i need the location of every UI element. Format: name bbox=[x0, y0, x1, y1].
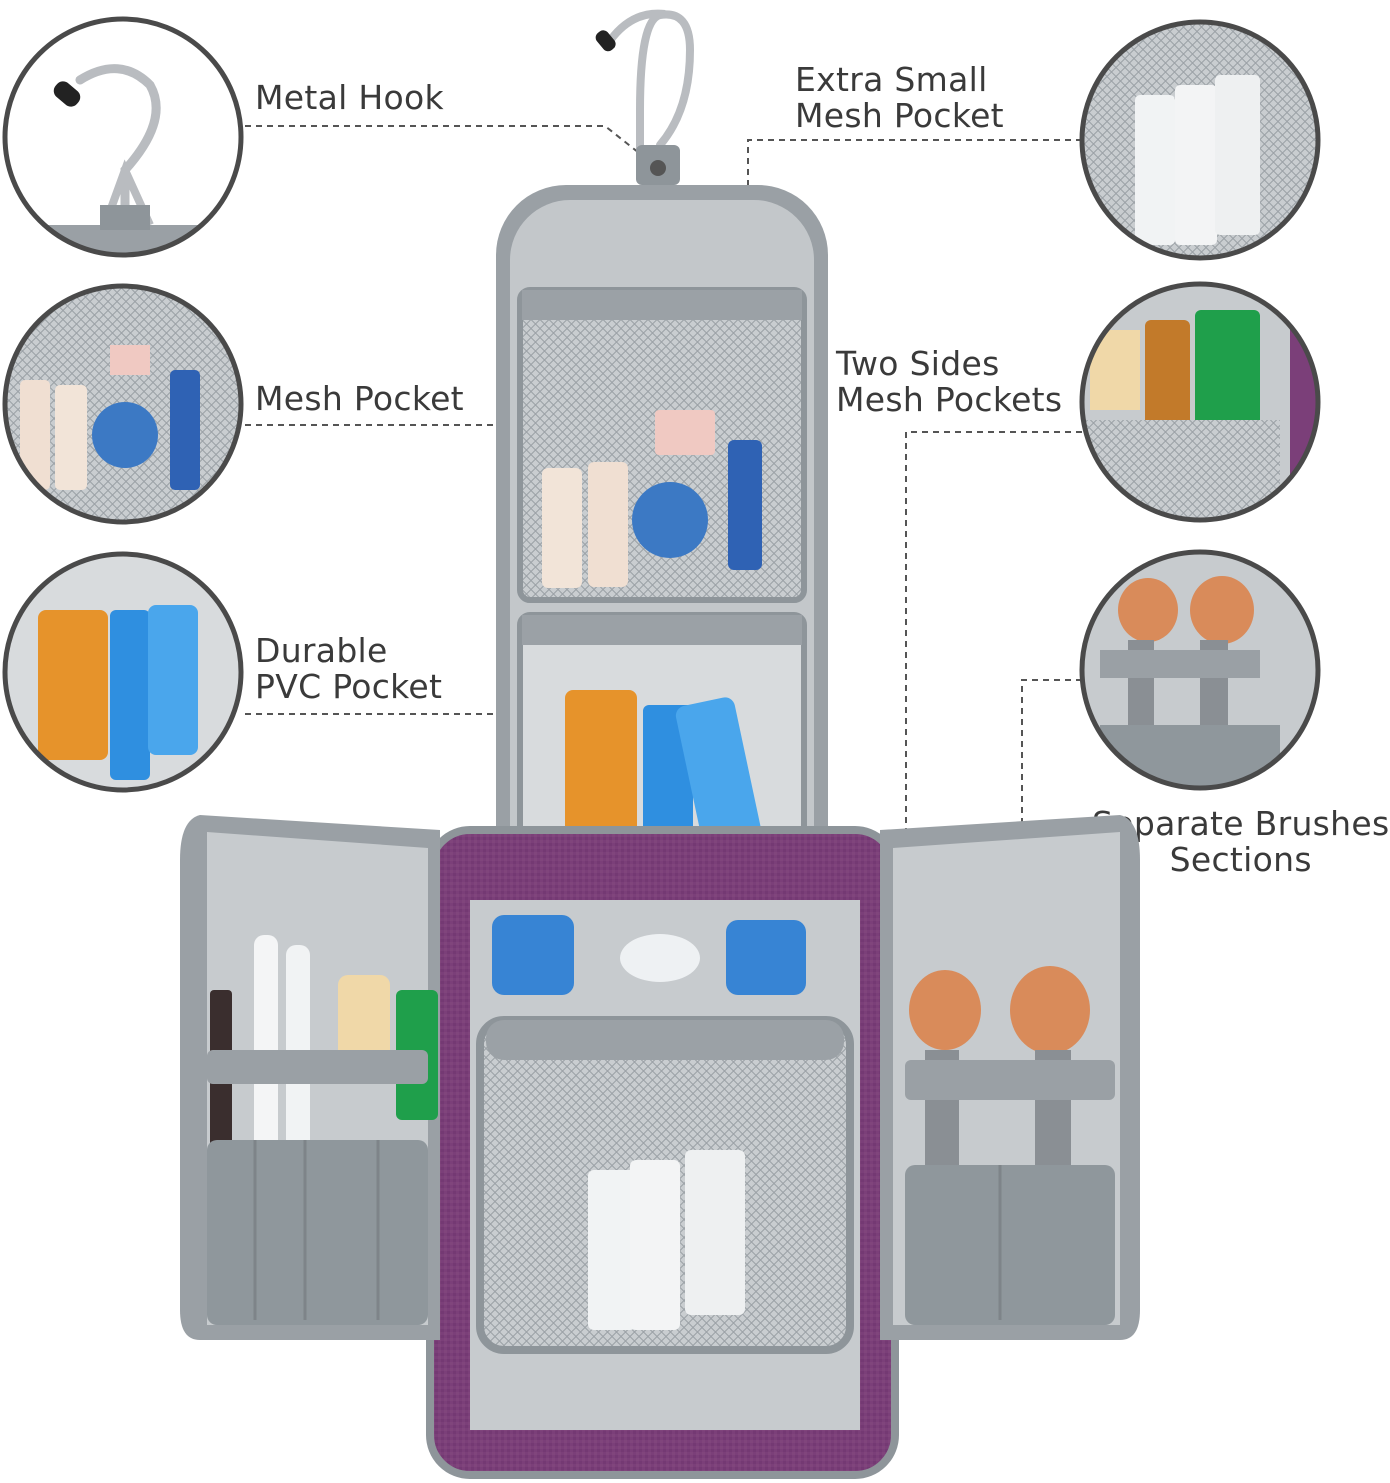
label-brushes: Separate Brushes Sections bbox=[1092, 804, 1390, 879]
label-extra-small-mesh: Extra Small Mesh Pocket bbox=[795, 60, 1004, 135]
top-flap bbox=[496, 185, 828, 915]
center-compartment bbox=[470, 900, 860, 1430]
circle-side-mesh bbox=[1079, 281, 1321, 523]
right-side-panel bbox=[880, 815, 1140, 1340]
left-side-panel bbox=[180, 815, 440, 1340]
circle-pvc-pocket bbox=[2, 551, 244, 793]
label-mesh-pocket: Mesh Pocket bbox=[255, 379, 464, 418]
circle-mesh-pocket bbox=[2, 283, 244, 525]
label-pvc-pocket: Durable PVC Pocket bbox=[255, 631, 443, 706]
circle-brush-section bbox=[1079, 549, 1321, 791]
bag-hook-icon bbox=[595, 9, 695, 185]
circle-metal-hook bbox=[2, 16, 244, 258]
label-two-sides-mesh: Two Sides Mesh Pockets bbox=[836, 344, 1063, 419]
circle-small-mesh bbox=[1079, 19, 1321, 261]
label-metal-hook: Metal Hook bbox=[255, 78, 444, 117]
